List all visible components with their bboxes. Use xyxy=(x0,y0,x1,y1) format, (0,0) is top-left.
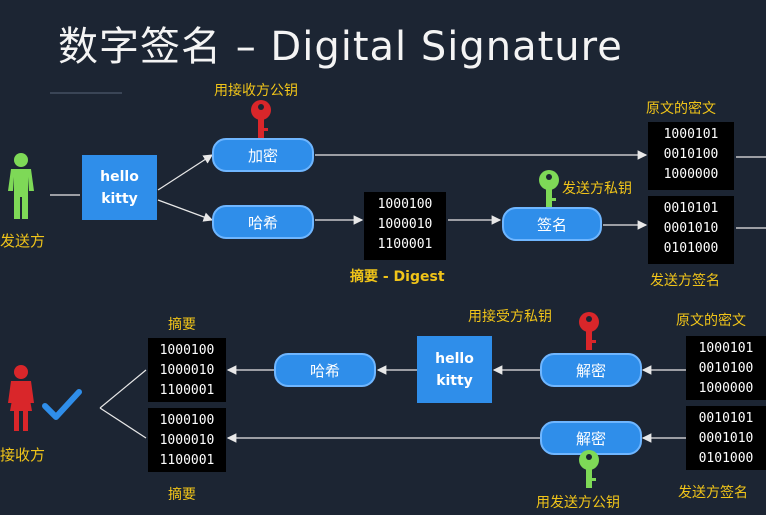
receiver-label: 接收方 xyxy=(0,446,46,464)
binary-row: 1000010 xyxy=(377,217,433,232)
digest-bottom-label: 摘要 xyxy=(168,487,196,503)
digest-block-b: 1000100 1000010 1100001 xyxy=(148,408,226,472)
binary-row: 1100001 xyxy=(377,237,433,252)
binary-row: 1100001 xyxy=(159,453,215,468)
binary-row: 1000010 xyxy=(159,433,215,448)
binary-row: 0001010 xyxy=(663,221,719,236)
binary-row: 1000101 xyxy=(663,127,719,142)
signature-top-label: 发送方签名 xyxy=(650,273,720,289)
key-red-icon xyxy=(579,312,599,350)
signature-block-top: 0010101 0001010 0101000 xyxy=(648,196,734,264)
key-green-icon xyxy=(579,450,599,488)
binary-row: 0010101 xyxy=(663,201,719,216)
hash-step-top: 哈希 xyxy=(212,205,314,239)
sender-label: 发送方 xyxy=(0,232,46,250)
signature-bottom-label: 发送方签名 xyxy=(678,485,748,501)
ciphertext-top-label: 原文的密文 xyxy=(646,101,716,117)
sender-private-key-label: 发送方私钥 xyxy=(562,181,632,197)
person-red-icon xyxy=(8,365,34,431)
ciphertext-bottom-label: 原文的密文 xyxy=(676,313,746,329)
digest-block-a: 1000100 1000010 1100001 xyxy=(148,338,226,402)
binary-row: 1000010 xyxy=(159,363,215,378)
binary-row: 1000100 xyxy=(159,343,215,358)
digest-block-top: 1000100 1000010 1100001 xyxy=(364,192,446,260)
binary-row: 1000000 xyxy=(663,167,719,182)
message-line2: kitty xyxy=(436,372,473,389)
message-line1: hello xyxy=(100,168,139,185)
key-red-icon xyxy=(251,100,271,138)
person-green-icon xyxy=(8,153,34,219)
title-underline xyxy=(50,92,122,94)
binary-row: 1000000 xyxy=(698,381,754,396)
page-title: 数字签名 – Digital Signature xyxy=(58,24,623,70)
encrypt-step: 加密 xyxy=(212,138,314,172)
decrypt-step-2: 解密 xyxy=(540,421,642,455)
hash-step-bottom: 哈希 xyxy=(274,353,376,387)
binary-row: 0101000 xyxy=(663,241,719,256)
message-line2: kitty xyxy=(101,190,138,207)
sign-step: 签名 xyxy=(502,207,602,241)
message-box-bottom: hello kitty xyxy=(417,336,492,403)
binary-row: 0010101 xyxy=(698,411,754,426)
binary-row: 1000100 xyxy=(377,197,433,212)
ciphertext-block-bottom: 1000101 0010100 1000000 xyxy=(686,336,766,400)
digest-top-label: 摘要 xyxy=(168,317,196,333)
sender-public-key-label: 用发送方公钥 xyxy=(536,495,620,511)
binary-row: 1000101 xyxy=(698,341,754,356)
binary-row: 1100001 xyxy=(159,383,215,398)
binary-row: 0101000 xyxy=(698,451,754,466)
digest-label: 摘要 - Digest xyxy=(350,269,445,285)
binary-row: 1000100 xyxy=(159,413,215,428)
decrypt-step-1: 解密 xyxy=(540,353,642,387)
ciphertext-block-top: 1000101 0010100 1000000 xyxy=(648,122,734,190)
message-box-top: hello kitty xyxy=(82,155,157,220)
checkmark-icon xyxy=(42,389,82,420)
receiver-public-key-label: 用接收方公钥 xyxy=(214,83,298,99)
signature-block-bottom: 0010101 0001010 0101000 xyxy=(686,406,766,470)
message-line1: hello xyxy=(435,350,474,367)
binary-row: 0010100 xyxy=(663,147,719,162)
key-green-icon xyxy=(539,170,559,208)
binary-row: 0010100 xyxy=(698,361,754,376)
receiver-private-key-label: 用接受方私钥 xyxy=(468,309,552,325)
binary-row: 0001010 xyxy=(698,431,754,446)
